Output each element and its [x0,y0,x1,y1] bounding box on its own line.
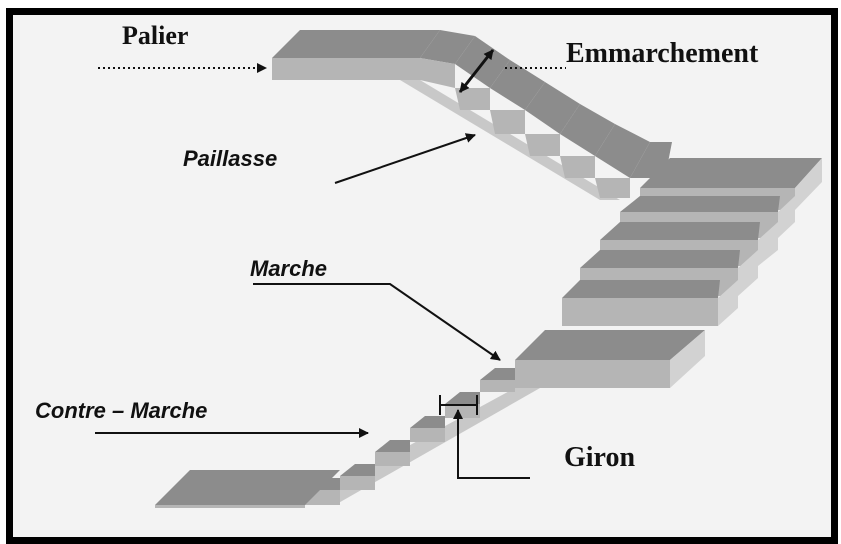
label-emmarchement: Emmarchement [566,38,759,69]
lower-landing-top [515,330,705,360]
lower-landing-front [515,360,670,388]
middle-landing-top [640,158,822,188]
label-marche: Marche [250,256,327,281]
label-palier: Palier [122,21,188,50]
label-contre-marche: Contre – Marche [35,398,207,423]
middle-landing-side [795,158,822,210]
paillasse-arrow [334,133,476,184]
bottom-landing-top [155,470,340,505]
upper-steps [420,30,672,198]
marche-arrow [253,283,501,361]
upper-flight [272,30,672,200]
emmarchement-arrow [458,49,495,93]
giron-bracket [439,395,478,415]
bottom-landing-front [155,505,305,508]
label-paillasse: Paillasse [183,146,277,171]
lower-steps [305,368,515,505]
lower-landing-side [670,330,705,388]
giron-arrow [453,409,530,479]
lower-flight [155,368,540,508]
middle-flight [515,158,822,388]
label-giron: Giron [564,442,635,473]
landing-top [272,30,440,58]
landing-front [272,58,420,80]
middle-steps [562,196,795,326]
